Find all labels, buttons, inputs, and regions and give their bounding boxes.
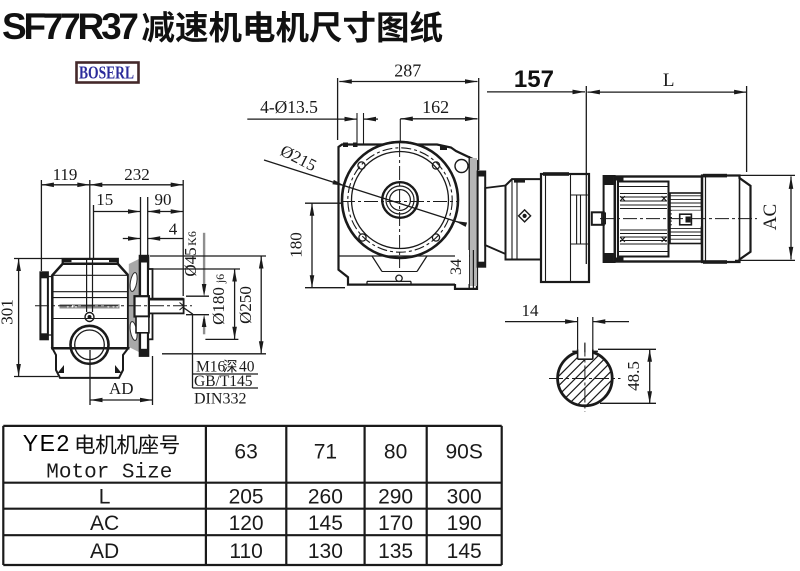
- svg-text:162: 162: [422, 97, 449, 117]
- svg-text:4-Ø13.5: 4-Ø13.5: [260, 97, 318, 117]
- svg-text:4: 4: [169, 220, 178, 239]
- svg-text:170: 170: [378, 512, 413, 535]
- svg-text:L: L: [99, 486, 111, 509]
- svg-text:90S: 90S: [446, 441, 483, 464]
- svg-text:AD: AD: [109, 379, 134, 398]
- svg-text:260: 260: [308, 486, 343, 509]
- svg-text:M16: M16: [196, 359, 226, 376]
- svg-text:71: 71: [314, 441, 337, 464]
- svg-text:GB/T145: GB/T145: [194, 373, 253, 390]
- svg-text:L: L: [663, 70, 675, 91]
- svg-text:j6: j6: [213, 274, 227, 284]
- svg-text:290: 290: [378, 486, 413, 509]
- svg-text:63: 63: [234, 441, 257, 464]
- svg-text:15: 15: [96, 190, 113, 209]
- svg-text:AC: AC: [760, 204, 781, 230]
- svg-text:120: 120: [229, 512, 264, 535]
- svg-text:135: 135: [378, 540, 413, 563]
- svg-text:300: 300: [447, 486, 482, 509]
- svg-text:K6: K6: [185, 231, 199, 246]
- svg-text:157: 157: [514, 66, 554, 93]
- svg-text:14: 14: [522, 301, 540, 320]
- svg-text:145: 145: [447, 540, 482, 563]
- svg-text:110: 110: [229, 540, 262, 563]
- svg-text:BOSERL: BOSERL: [79, 63, 134, 83]
- svg-text:AD: AD: [90, 540, 119, 563]
- svg-text:YE2: YE2: [23, 430, 71, 456]
- svg-text:232: 232: [124, 165, 150, 184]
- svg-text:205: 205: [229, 486, 264, 509]
- svg-text:Motor Size: Motor Size: [46, 462, 172, 485]
- svg-text:Ø180: Ø180: [209, 287, 228, 325]
- svg-text:AC: AC: [90, 512, 119, 535]
- svg-text:Ø250: Ø250: [236, 286, 255, 324]
- svg-text:48.5: 48.5: [624, 361, 643, 391]
- svg-text:301: 301: [0, 299, 17, 325]
- svg-text:119: 119: [53, 165, 78, 184]
- svg-text:80: 80: [384, 441, 407, 464]
- svg-text:130: 130: [308, 540, 343, 563]
- svg-text:SF77R37: SF77R37: [2, 6, 139, 47]
- svg-text:DIN332: DIN332: [194, 391, 246, 408]
- svg-text:Ø45: Ø45: [181, 247, 200, 276]
- svg-text:190: 190: [447, 512, 482, 535]
- svg-text:180: 180: [287, 232, 306, 258]
- svg-text:40: 40: [239, 359, 255, 376]
- svg-text:34: 34: [448, 259, 465, 275]
- svg-text:287: 287: [394, 61, 421, 81]
- svg-text:Ø215: Ø215: [277, 141, 319, 175]
- svg-text:90: 90: [155, 190, 172, 209]
- svg-text:145: 145: [308, 512, 343, 535]
